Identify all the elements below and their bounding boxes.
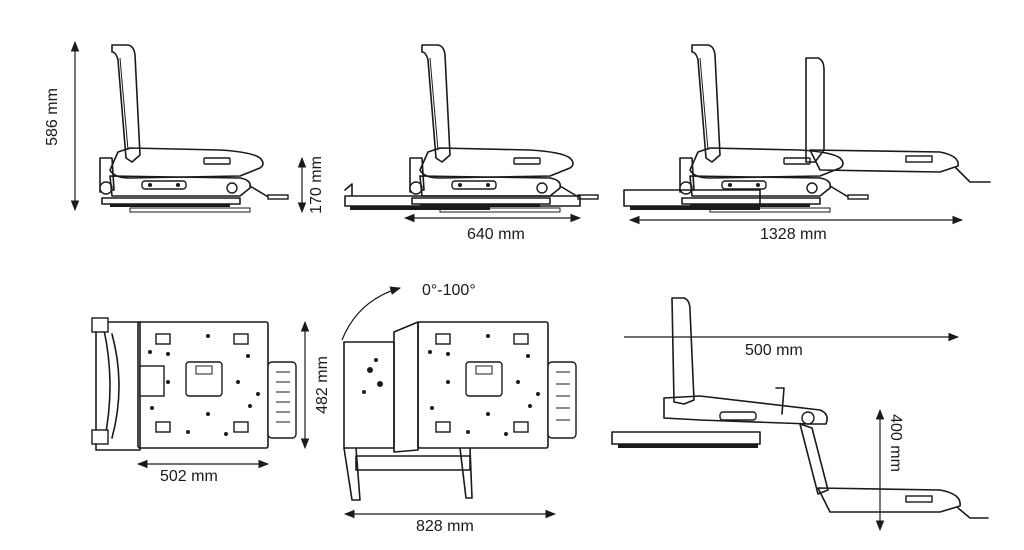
label-height-base: 170 mm: [307, 156, 325, 214]
label-drop: 400 mm: [886, 414, 904, 472]
rotation-arc: [341, 286, 402, 341]
label-length-retracted: 640 mm: [467, 226, 525, 243]
label-length-extended: 1328 mm: [760, 226, 827, 243]
label-reach: 500 mm: [745, 342, 803, 359]
side-view-retracted: [99, 44, 289, 213]
side-view-lowered: [611, 297, 989, 519]
side-view-base-extended: [344, 44, 599, 213]
label-width-top: 482 mm: [313, 356, 331, 414]
side-view-fully-extended: [623, 44, 991, 213]
label-rotation: 0°-100°: [422, 282, 476, 299]
label-depth-top: 502 mm: [160, 468, 218, 485]
top-view: [91, 317, 297, 451]
label-height-total: 586 mm: [43, 88, 61, 146]
top-view-rotated: [341, 286, 577, 501]
label-depth-rotated: 828 mm: [416, 518, 474, 535]
